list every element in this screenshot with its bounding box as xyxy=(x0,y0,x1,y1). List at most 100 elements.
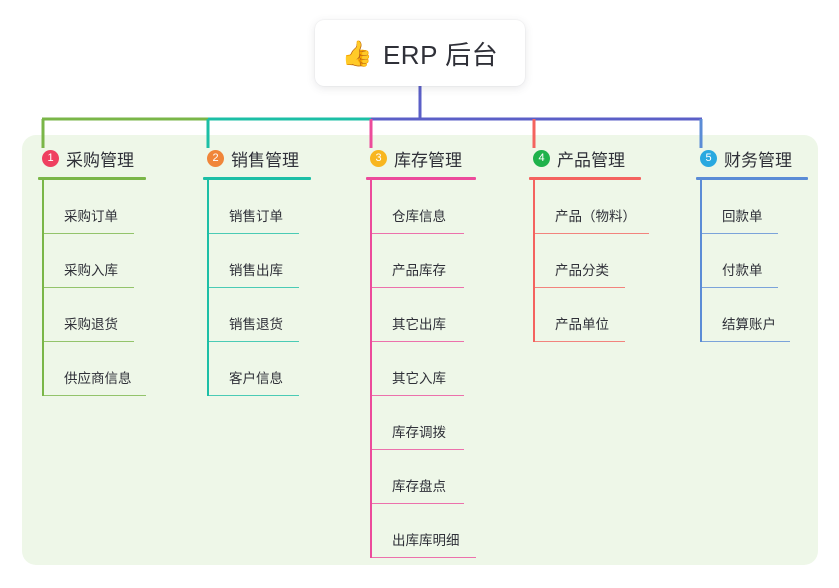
root-node-title: ERP 后台 xyxy=(382,39,499,70)
branch-item[interactable]: 供应商信息 xyxy=(42,342,146,396)
branch-item-label: 客户信息 xyxy=(229,371,283,386)
branch-item-label: 销售订单 xyxy=(229,209,283,224)
branch-item[interactable]: 结算账户 xyxy=(700,288,808,342)
branch-item[interactable]: 付款单 xyxy=(700,234,808,288)
branch-item[interactable]: 采购入库 xyxy=(42,234,146,288)
branch-item-label: 产品（物料） xyxy=(555,209,636,224)
branch-trunk-line xyxy=(207,180,209,396)
branch-title: 库存管理 xyxy=(394,150,462,170)
branch-header-rule xyxy=(529,177,641,180)
branch-column-5: 5 财务管理回款单付款单结算账户 xyxy=(696,146,808,342)
branch-item-label: 回款单 xyxy=(722,209,763,224)
branch-item-rule xyxy=(533,232,649,234)
branch-item[interactable]: 采购订单 xyxy=(42,180,146,234)
branch-number-badge: 3 xyxy=(370,149,387,167)
branch-item-label: 产品库存 xyxy=(392,263,446,278)
branch-header-1[interactable]: 1 采购管理 xyxy=(38,146,146,170)
branch-item-rule xyxy=(370,286,464,288)
branch-item-label: 采购入库 xyxy=(64,263,118,278)
branch-title: 销售管理 xyxy=(231,150,299,170)
branch-item-label: 销售退货 xyxy=(229,317,283,332)
branch-item-list: 采购订单采购入库采购退货供应商信息 xyxy=(42,180,146,396)
branch-item-rule xyxy=(42,394,146,396)
branch-item-rule xyxy=(700,340,790,342)
branch-item[interactable]: 产品（物料） xyxy=(533,180,649,234)
thumbs-up-icon: 👍 xyxy=(341,39,373,68)
branch-item-rule xyxy=(42,286,134,288)
branch-item[interactable]: 其它出库 xyxy=(370,288,476,342)
branch-item[interactable]: 客户信息 xyxy=(207,342,311,396)
branch-item-rule xyxy=(370,232,464,234)
branch-item-rule xyxy=(370,340,464,342)
branch-item[interactable]: 销售退货 xyxy=(207,288,311,342)
branch-item[interactable]: 销售订单 xyxy=(207,180,311,234)
branch-item-label: 销售出库 xyxy=(229,263,283,278)
branch-header-rule xyxy=(366,177,476,180)
branch-column-4: 4 产品管理产品（物料） 产品分类产品单位 xyxy=(529,146,649,342)
branch-title: 产品管理 xyxy=(557,150,625,170)
branch-title: 财务管理 xyxy=(724,150,792,170)
branch-item-rule xyxy=(700,232,778,234)
branch-header-rule xyxy=(203,177,311,180)
branch-number-badge: 1 xyxy=(42,149,59,167)
branch-item-rule xyxy=(207,340,299,342)
branch-number-badge: 5 xyxy=(700,149,717,167)
branch-item-list: 回款单付款单结算账户 xyxy=(700,180,808,342)
branch-trunk-line xyxy=(42,180,44,396)
branch-item-list: 仓库信息产品库存其它出库其它入库库存调拨库存盘点出库库明细 xyxy=(370,180,476,558)
branch-item-label: 采购订单 xyxy=(64,209,118,224)
branch-item-rule xyxy=(533,286,625,288)
branch-item-label: 结算账户 xyxy=(722,317,776,332)
branch-column-1: 1 采购管理采购订单采购入库采购退货供应商信息 xyxy=(38,146,146,396)
branch-item[interactable]: 产品库存 xyxy=(370,234,476,288)
branch-item-rule xyxy=(533,340,625,342)
branch-header-4[interactable]: 4 产品管理 xyxy=(529,146,641,170)
branch-item[interactable]: 产品单位 xyxy=(533,288,641,342)
branch-item-label: 仓库信息 xyxy=(392,209,446,224)
branch-item-label: 库存盘点 xyxy=(392,479,446,494)
branch-item-rule xyxy=(207,286,299,288)
branch-item[interactable]: 出库库明细 xyxy=(370,504,476,558)
branch-item-label: 出库库明细 xyxy=(392,533,460,548)
branches-panel xyxy=(22,135,818,565)
branch-item-rule xyxy=(370,556,476,558)
branch-item-label: 产品分类 xyxy=(555,263,609,278)
branch-item-label: 付款单 xyxy=(722,263,763,278)
branch-item[interactable]: 仓库信息 xyxy=(370,180,476,234)
branch-header-rule xyxy=(38,177,146,180)
branch-item-rule xyxy=(42,340,134,342)
branch-item-rule xyxy=(42,232,134,234)
branch-item-rule xyxy=(370,394,464,396)
branch-trunk-line xyxy=(370,180,372,558)
branch-header-rule xyxy=(696,177,808,180)
branch-item-rule xyxy=(207,394,299,396)
branch-item-label: 采购退货 xyxy=(64,317,118,332)
branch-header-3[interactable]: 3 库存管理 xyxy=(366,146,476,170)
branch-header-5[interactable]: 5 财务管理 xyxy=(696,146,808,170)
branch-item-label: 供应商信息 xyxy=(64,371,132,386)
branch-item-label: 其它出库 xyxy=(392,317,446,332)
branch-title: 采购管理 xyxy=(66,150,134,170)
branch-trunk-line xyxy=(533,180,535,342)
branch-item-rule xyxy=(370,502,464,504)
branch-item-list: 销售订单销售出库销售退货客户信息 xyxy=(207,180,311,396)
branch-item[interactable]: 库存盘点 xyxy=(370,450,476,504)
branch-item[interactable]: 库存调拨 xyxy=(370,396,476,450)
branch-trunk-line xyxy=(700,180,702,342)
branch-item-label: 其它入库 xyxy=(392,371,446,386)
root-node[interactable]: 👍 ERP 后台 xyxy=(315,20,525,86)
branch-number-badge: 4 xyxy=(533,149,550,167)
branch-item-label: 产品单位 xyxy=(555,317,609,332)
branch-item-rule xyxy=(207,232,299,234)
branch-item[interactable]: 其它入库 xyxy=(370,342,476,396)
branch-item-rule xyxy=(370,448,464,450)
branch-item-label: 库存调拨 xyxy=(392,425,446,440)
branch-item[interactable]: 采购退货 xyxy=(42,288,146,342)
branch-item[interactable]: 销售出库 xyxy=(207,234,311,288)
branch-item[interactable]: 产品分类 xyxy=(533,234,641,288)
branch-item-rule xyxy=(700,286,778,288)
branch-item[interactable]: 回款单 xyxy=(700,180,808,234)
